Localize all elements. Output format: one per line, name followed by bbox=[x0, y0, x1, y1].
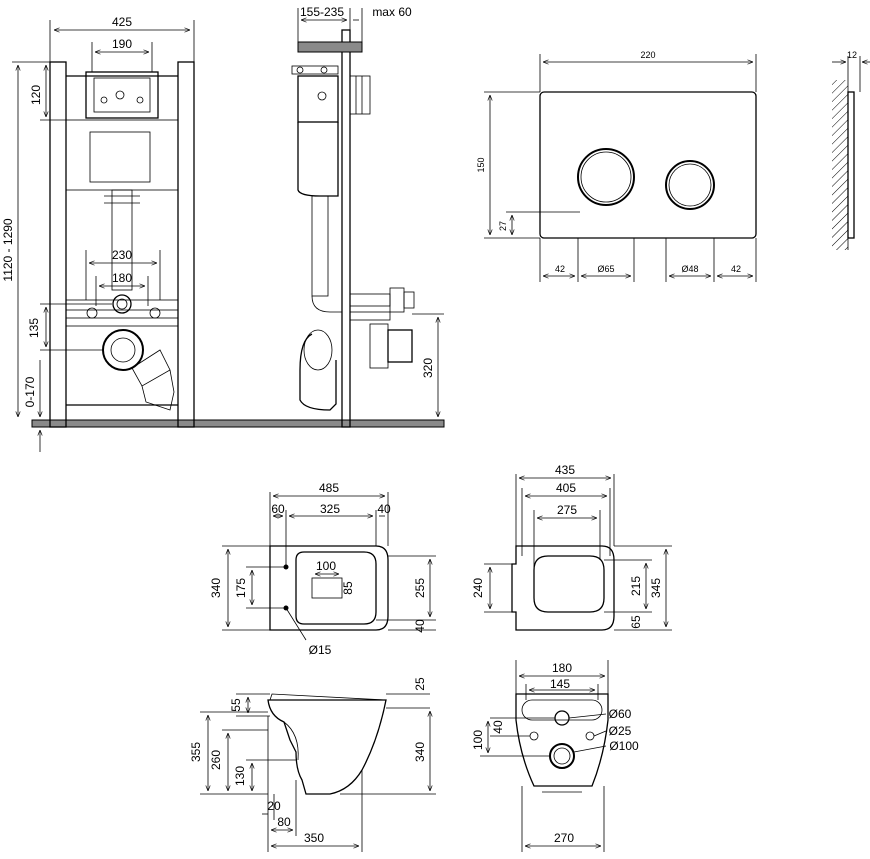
dim-25-side: 25 bbox=[413, 677, 427, 691]
frame-front-view: 425 190 120 1120 - 1290 230 180 135 0-17… bbox=[1, 15, 445, 452]
dim-d65: Ø65 bbox=[597, 264, 614, 274]
bowl-outline-plan bbox=[511, 545, 615, 631]
flush-plate bbox=[539, 91, 757, 239]
bowl-side-view: 25 55 355 260 130 340 20 80 350 bbox=[189, 677, 436, 852]
dim-155-235: 155-235 bbox=[300, 5, 344, 19]
dim-220: 220 bbox=[640, 50, 655, 60]
floor-line bbox=[31, 419, 445, 428]
side-cistern bbox=[297, 122, 339, 197]
dim-85: 85 bbox=[341, 581, 355, 595]
wall-hatch bbox=[832, 80, 848, 250]
button-small bbox=[665, 160, 715, 210]
dim-340-side: 340 bbox=[413, 742, 427, 762]
dim-145: 145 bbox=[550, 677, 570, 691]
dim-0-170: 0-170 bbox=[23, 376, 37, 407]
dim-240: 240 bbox=[471, 578, 485, 598]
drain-outlet bbox=[102, 329, 144, 371]
dim-100-back: 100 bbox=[471, 730, 485, 750]
bowl-back-view: 180 145 Ø60 Ø25 Ø100 40 100 270 bbox=[471, 660, 639, 852]
dim-425: 425 bbox=[112, 15, 132, 29]
dim-435: 435 bbox=[555, 463, 575, 477]
dim-255: 255 bbox=[413, 578, 427, 598]
dim-60-top: 60 bbox=[271, 502, 285, 516]
dim-175: 175 bbox=[234, 578, 248, 598]
dim-150: 150 bbox=[476, 157, 486, 172]
dim-d60: Ø60 bbox=[609, 707, 632, 721]
dim-135: 135 bbox=[27, 318, 41, 338]
bowl-opening-top bbox=[295, 551, 377, 625]
dim-42b: 42 bbox=[731, 264, 741, 274]
dim-40-back: 40 bbox=[491, 720, 505, 734]
bowl-outline-top bbox=[269, 545, 389, 631]
flush-plate-view: 220 150 27 42 Ø65 Ø48 42 12 bbox=[476, 50, 870, 282]
dim-d100: Ø100 bbox=[609, 739, 639, 753]
wall-top-cap bbox=[297, 41, 363, 53]
dim-340-top: 340 bbox=[209, 578, 223, 598]
frame-left-post bbox=[49, 61, 67, 428]
frame-side-view: 155-235 max 60 320 bbox=[291, 5, 444, 428]
dim-230: 230 bbox=[112, 248, 132, 262]
dim-190: 190 bbox=[112, 37, 132, 51]
dim-180-back: 180 bbox=[552, 661, 572, 675]
dim-130: 130 bbox=[233, 766, 247, 786]
dim-12: 12 bbox=[847, 50, 857, 60]
dim-80: 80 bbox=[277, 815, 291, 829]
wall-section bbox=[341, 29, 351, 428]
flush-valve-box bbox=[85, 71, 159, 119]
bowl-outline-side bbox=[267, 699, 387, 795]
dim-27: 27 bbox=[498, 221, 508, 231]
dim-320: 320 bbox=[421, 358, 435, 378]
dim-d25: Ø25 bbox=[609, 724, 632, 738]
dim-355: 355 bbox=[189, 742, 203, 762]
frame-right-post bbox=[177, 61, 195, 428]
dim-485: 485 bbox=[319, 481, 339, 495]
bowl-outline-back bbox=[515, 693, 609, 787]
dim-345: 345 bbox=[649, 578, 663, 598]
cistern bbox=[65, 119, 179, 191]
dim-1120-1290: 1120 - 1290 bbox=[1, 218, 15, 281]
dim-d48: Ø48 bbox=[681, 264, 698, 274]
dim-42a: 42 bbox=[555, 264, 565, 274]
plate-side-profile bbox=[847, 91, 855, 239]
dim-d15: Ø15 bbox=[309, 643, 332, 657]
dim-275: 275 bbox=[557, 503, 577, 517]
dim-180: 180 bbox=[112, 271, 132, 285]
dim-40-top: 40 bbox=[377, 502, 391, 516]
seat-lid bbox=[533, 555, 605, 613]
dim-100-top: 100 bbox=[316, 559, 336, 573]
inlet-d60 bbox=[554, 710, 570, 726]
dim-65-plan: 65 bbox=[629, 615, 643, 629]
dim-max60: max 60 bbox=[372, 5, 412, 19]
bowl-plan-view: 435 405 275 240 215 345 65 bbox=[471, 463, 672, 631]
side-drain-elbow bbox=[299, 333, 337, 411]
dim-55: 55 bbox=[229, 698, 243, 712]
dim-350: 350 bbox=[304, 831, 324, 845]
dim-260: 260 bbox=[209, 750, 223, 770]
dim-405: 405 bbox=[556, 481, 576, 495]
button-large bbox=[577, 148, 635, 206]
dim-325: 325 bbox=[320, 502, 340, 516]
dim-20: 20 bbox=[267, 799, 281, 813]
dim-215: 215 bbox=[629, 576, 643, 596]
outlet-d100 bbox=[549, 743, 575, 769]
bowl-top-view: 485 60 325 40 340 175 100 85 255 40 Ø15 bbox=[209, 481, 436, 657]
dim-120: 120 bbox=[29, 85, 43, 105]
dim-40-right: 40 bbox=[413, 619, 427, 633]
dim-270: 270 bbox=[554, 831, 574, 845]
